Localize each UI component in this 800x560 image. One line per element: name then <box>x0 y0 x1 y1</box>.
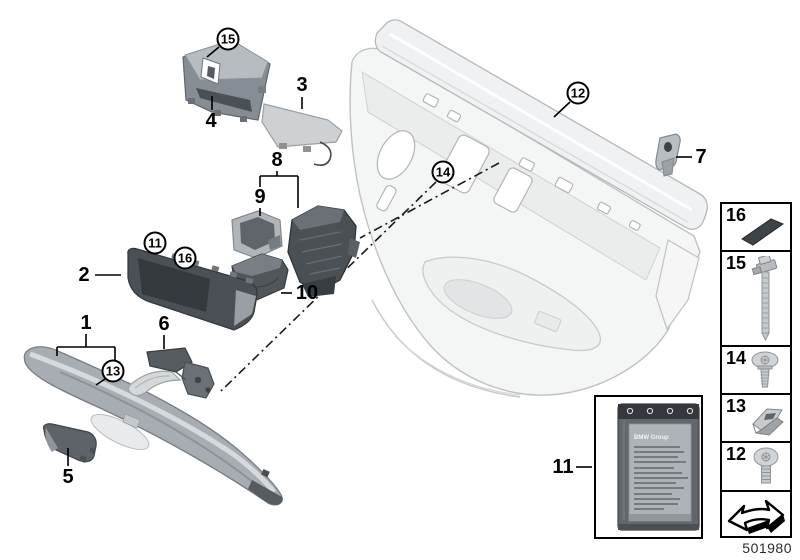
part-11-adhesive-kit-drawing: BMW Group <box>594 395 703 539</box>
legend-item-15-number: 15 <box>726 253 747 273</box>
part-1-accent-strip-drawing <box>23 346 283 506</box>
legend-item-12-number: 12 <box>726 444 747 464</box>
callout-circled-15[interactable]: 15 <box>216 27 240 51</box>
callout-circled-16[interactable]: 16 <box>173 246 197 270</box>
legend-item-16-number: 16 <box>726 205 747 225</box>
callout-6[interactable]: 6 <box>158 313 170 335</box>
callout-7[interactable]: 7 <box>695 146 707 168</box>
legend-continuation-box[interactable] <box>720 490 792 538</box>
part-9-storage-tray-drawing <box>231 210 283 259</box>
callout-pointer-lines <box>56 46 692 468</box>
callout-11[interactable]: 11 <box>552 456 574 478</box>
doc-number: 501980 <box>742 540 792 556</box>
legend-item-12[interactable]: 12 <box>720 441 792 492</box>
callout-circled-14[interactable]: 14 <box>431 160 455 184</box>
callout-8[interactable]: 8 <box>271 149 283 171</box>
legend-item-14[interactable]: 14 <box>720 345 792 395</box>
legend-column: 16 15 14 <box>720 202 792 538</box>
part-3-trim-blade-drawing <box>261 103 343 166</box>
legend-item-15[interactable]: 15 <box>720 250 792 347</box>
callout-10[interactable]: 10 <box>295 282 319 304</box>
callout-9[interactable]: 9 <box>254 186 266 208</box>
callout-1[interactable]: 1 <box>80 312 92 334</box>
spring-clip-icon <box>752 408 784 436</box>
part-7-clip-drawing <box>655 133 681 177</box>
callout-4[interactable]: 4 <box>205 110 217 132</box>
callout-circled-11[interactable]: 11 <box>143 231 167 255</box>
part-2-trim-panel-drawing <box>127 247 258 331</box>
part-12-door-panel-drawing <box>349 19 708 398</box>
legend-item-13[interactable]: 13 <box>720 393 792 443</box>
part-6-door-opener-drawing <box>127 347 215 399</box>
callout-circled-13[interactable]: 13 <box>101 359 125 383</box>
bag-text-lines <box>634 446 688 510</box>
callout-3[interactable]: 3 <box>296 74 308 96</box>
part-4-switch-panel-drawing <box>182 39 271 122</box>
torx-screw-icon <box>751 351 779 388</box>
callout-circled-12[interactable]: 12 <box>566 81 590 105</box>
continuation-arrow-icon <box>727 499 785 534</box>
callout-5[interactable]: 5 <box>62 466 74 488</box>
part-8-speaker-bracket-drawing <box>287 205 360 297</box>
bag-brand-label: BMW Group <box>634 435 669 441</box>
torx-screw-short-icon <box>753 447 779 484</box>
legend-item-16[interactable]: 16 <box>720 202 792 252</box>
legend-item-13-number: 13 <box>726 396 747 416</box>
callout-2[interactable]: 2 <box>78 264 90 286</box>
part-5-end-cap-drawing <box>42 423 97 463</box>
expanding-rivet-icon <box>751 256 778 342</box>
legend-item-14-number: 14 <box>726 348 747 368</box>
mounting-dash-lines <box>220 162 500 392</box>
adhesive-pad-icon <box>741 218 785 246</box>
